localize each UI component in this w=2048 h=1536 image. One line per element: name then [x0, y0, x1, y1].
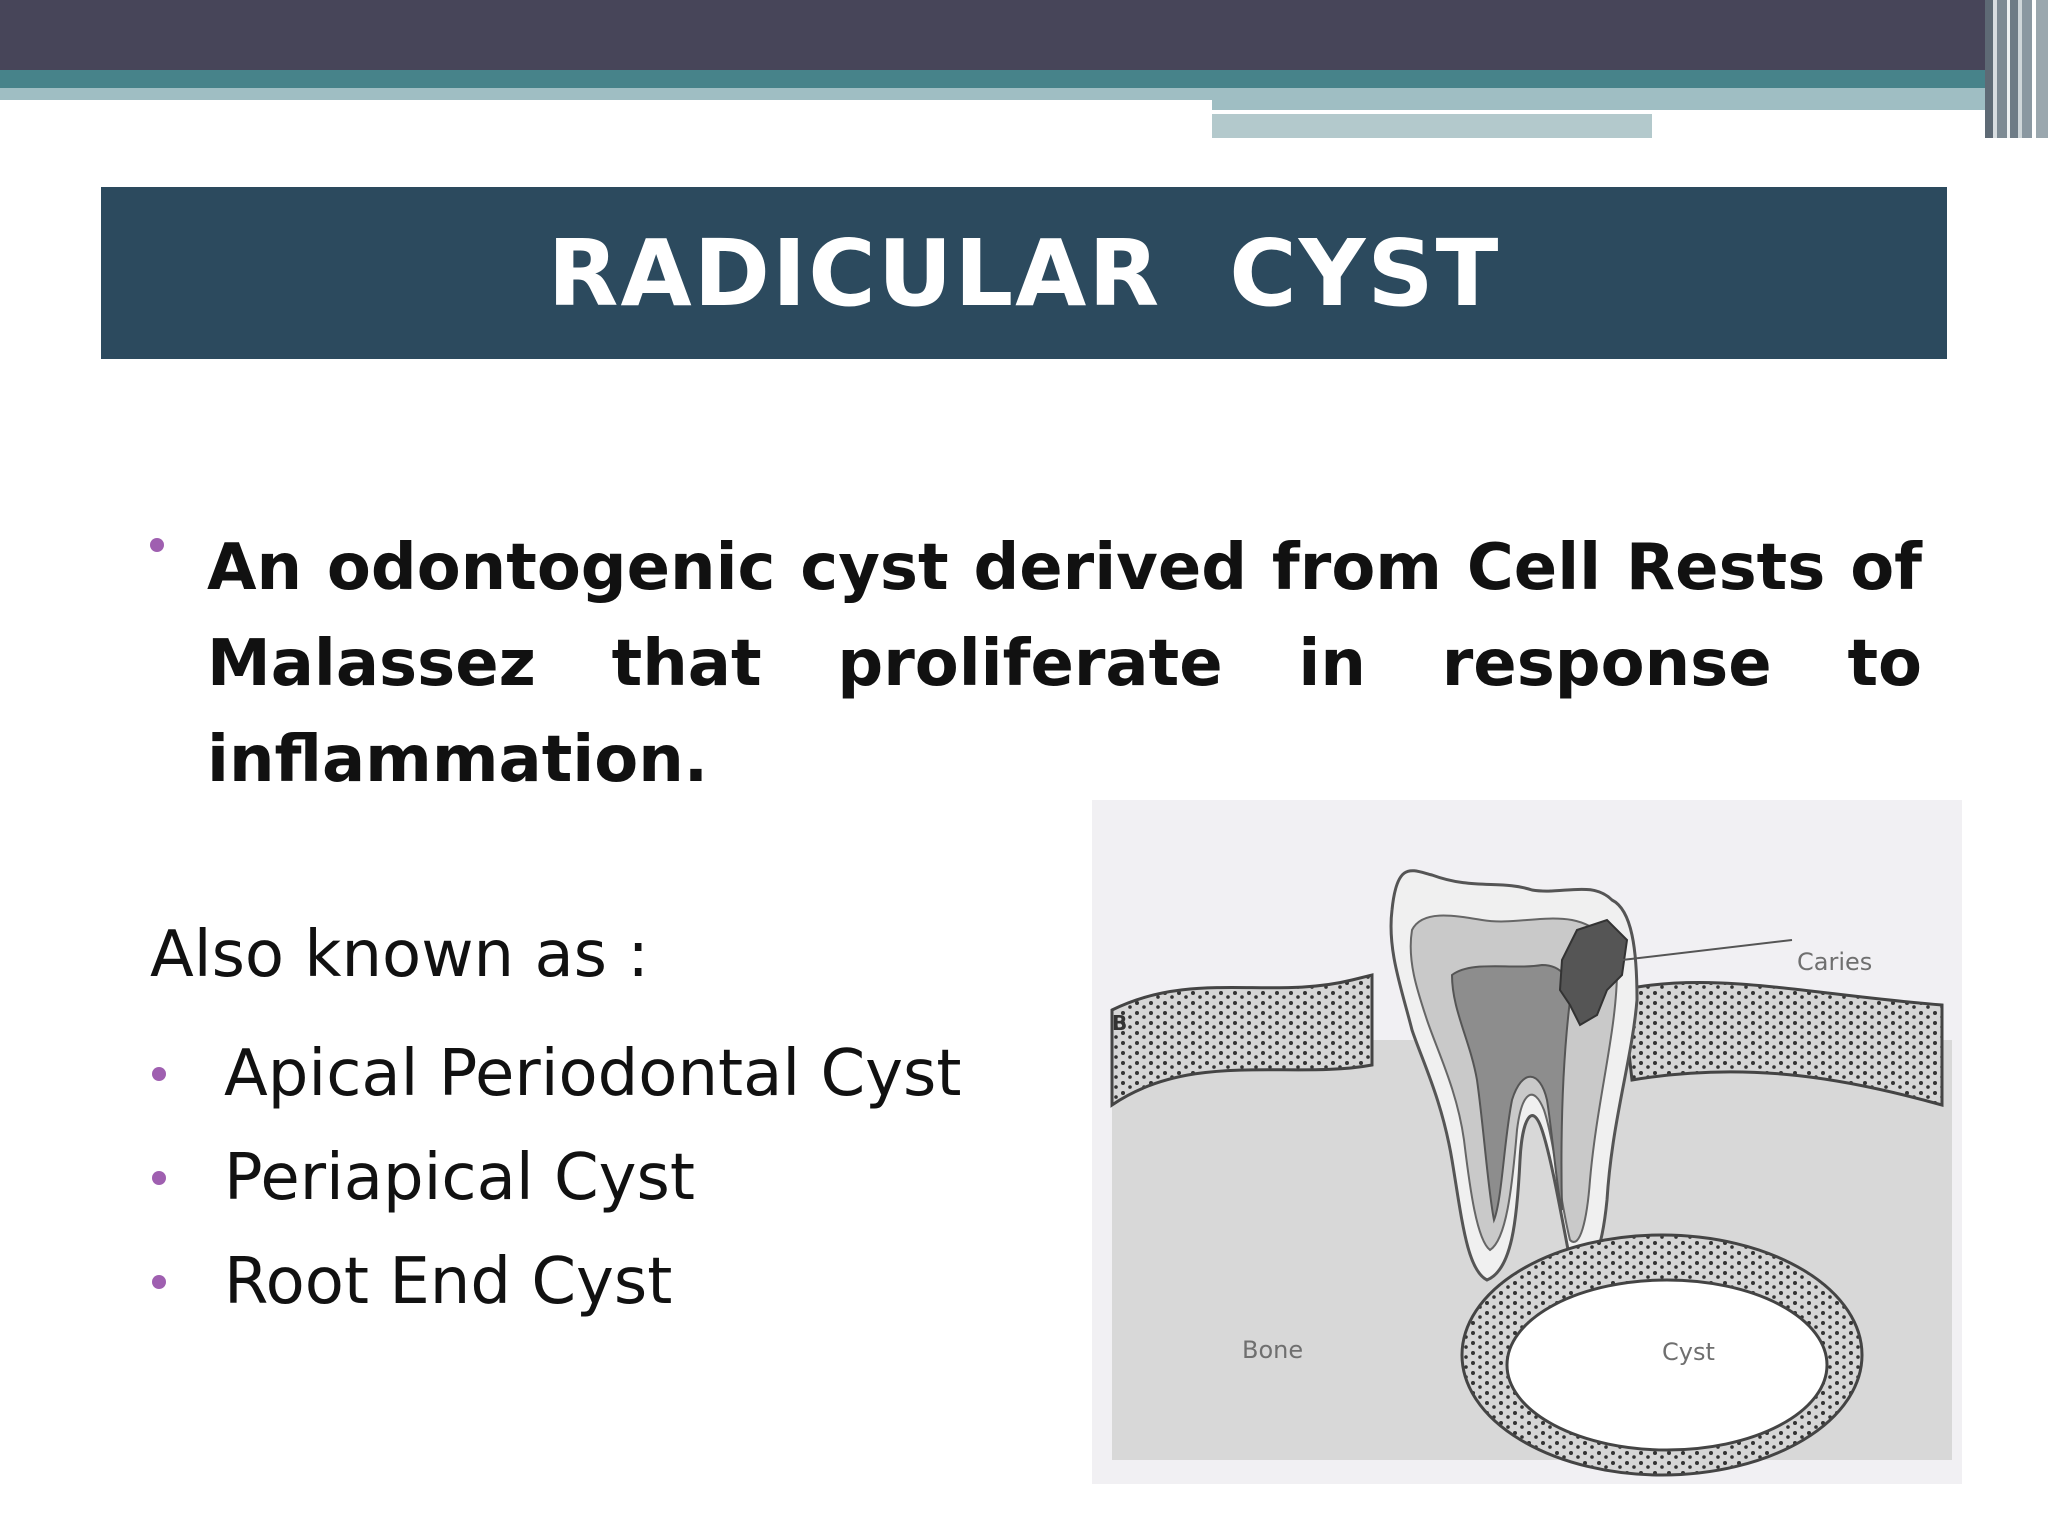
synonym-list: Apical Periodontal Cyst Periapical Cyst … [150, 1022, 961, 1334]
tooth-diagram: B Caries Bone Cyst [1110, 869, 1952, 1477]
bullet-dot [152, 1275, 166, 1289]
panel-label: B [1112, 1011, 1127, 1035]
header-band-right-lower [1212, 114, 1652, 138]
list-item: Periapical Cyst [150, 1126, 961, 1230]
synonym-label: Apical Periodontal Cyst [224, 1037, 962, 1111]
header-band-light [0, 88, 1212, 100]
header-band-dark [0, 0, 2048, 70]
title-bar: RADICULAR CYST [101, 187, 1947, 359]
header-band-right [1212, 88, 2048, 110]
tooth-cyst-illustration: B Caries Bone Cyst [1092, 800, 1962, 1484]
header-stripes [1985, 0, 2048, 138]
caries-pointer-line [1621, 939, 1793, 961]
cyst-label: Cyst [1662, 1338, 1715, 1366]
also-known-label: Also known as : [150, 918, 649, 992]
definition-text: An odontogenic cyst derived from Cell Re… [207, 531, 1922, 797]
slide-title: RADICULAR CYST [547, 219, 1501, 327]
list-item: Root End Cyst [150, 1230, 961, 1334]
bone-label: Bone [1242, 1336, 1303, 1364]
bullet-dot [150, 538, 164, 552]
definition-bullet: An odontogenic cyst derived from Cell Re… [150, 520, 1922, 808]
list-item: Apical Periodontal Cyst [150, 1022, 961, 1126]
header-band-teal [0, 70, 2048, 88]
synonym-label: Root End Cyst [224, 1245, 673, 1319]
bullet-dot [152, 1171, 166, 1185]
caries-label: Caries [1797, 948, 1872, 976]
bullet-dot [152, 1067, 166, 1081]
header-band-line [1212, 110, 1898, 114]
synonym-label: Periapical Cyst [224, 1141, 695, 1215]
